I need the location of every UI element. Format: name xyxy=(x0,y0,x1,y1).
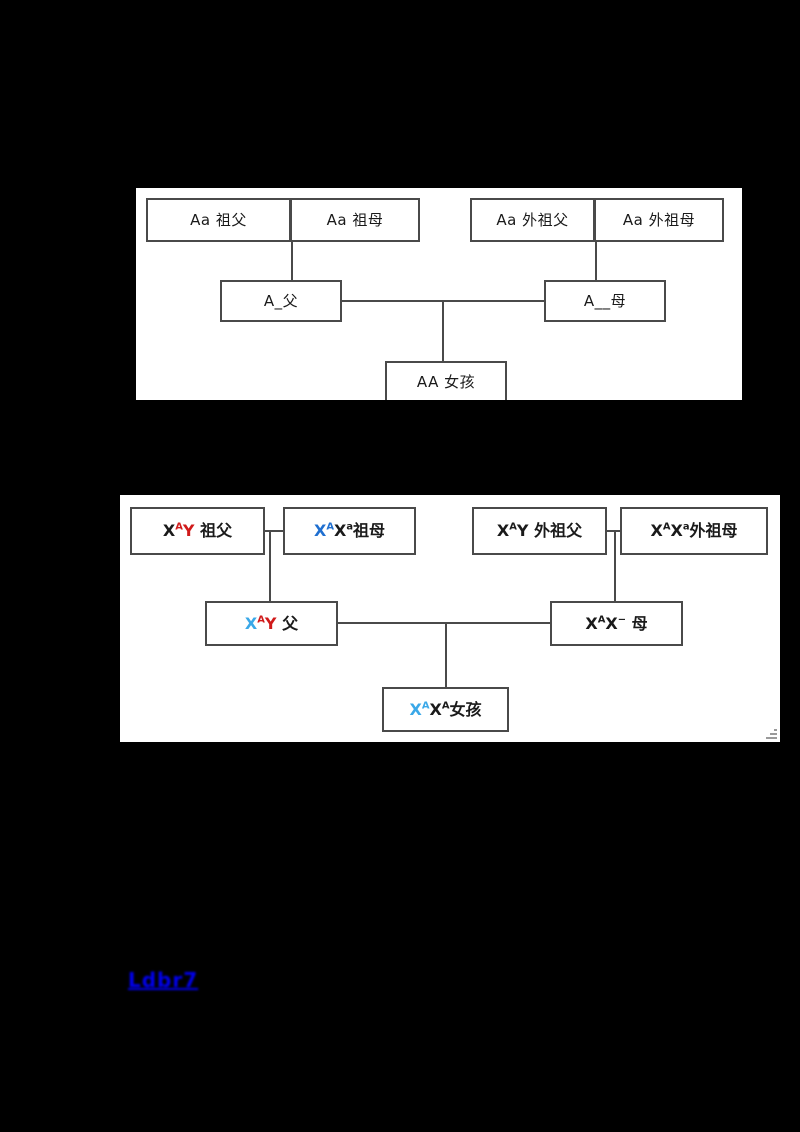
box-father-label: A_父 xyxy=(263,291,299,310)
connector-paternal-couple xyxy=(262,530,286,532)
box-maternal-grandfather-label: XAY 外祖父 xyxy=(496,521,583,540)
box-maternal-grandmother-label: Aa 外祖母 xyxy=(622,210,696,229)
connector-parents xyxy=(336,622,552,624)
box-paternal-grandmother: XAXa祖母 xyxy=(283,507,416,555)
box-father-label: XAY 父 xyxy=(244,613,299,633)
box-daughter: XAXA女孩 xyxy=(382,687,509,732)
descent-line-father xyxy=(291,219,293,280)
box-daughter: AA 女孩 xyxy=(385,361,507,400)
box-paternal-grandfather: Aa 祖父 xyxy=(146,198,291,242)
descent-line-daughter xyxy=(442,300,444,362)
descent-line-father xyxy=(269,530,271,602)
box-maternal-grandfather: Aa 外祖父 xyxy=(470,198,595,242)
pedigree-panel-xlinked: XAY 祖父 XAXa祖母 XAY 外祖父 XAXa外祖母 XAY 父 XAX−… xyxy=(120,495,780,742)
resize-handle-icon[interactable] xyxy=(765,727,777,739)
box-father: XAY 父 xyxy=(205,601,338,646)
box-maternal-grandfather-label: Aa 外祖父 xyxy=(496,210,569,229)
box-mother: XAX− 母 xyxy=(550,601,683,646)
box-daughter-label: XAXA女孩 xyxy=(409,699,482,719)
box-paternal-grandmother: Aa 祖母 xyxy=(290,198,420,242)
box-mother-label: A__母 xyxy=(583,291,627,310)
descent-line-mother xyxy=(595,219,597,280)
box-mother: A__母 xyxy=(544,280,666,322)
box-maternal-grandmother: XAXa外祖母 xyxy=(620,507,768,555)
box-maternal-grandmother: Aa 外祖母 xyxy=(594,198,724,242)
box-father: A_父 xyxy=(220,280,342,322)
box-maternal-grandfather: XAY 外祖父 xyxy=(472,507,607,555)
box-mother-label: XAX− 母 xyxy=(585,613,648,633)
box-paternal-grandmother-label: XAXa祖母 xyxy=(313,521,386,540)
connector-maternal-couple xyxy=(604,530,623,532)
box-maternal-grandmother-label: XAXa外祖母 xyxy=(650,521,738,540)
box-paternal-grandmother-label: Aa 祖母 xyxy=(326,210,384,229)
box-paternal-grandfather-label: XAY 祖父 xyxy=(162,521,233,540)
descent-line-daughter xyxy=(445,622,447,688)
footer-link[interactable]: Ldbr7 xyxy=(128,968,199,992)
descent-line-mother xyxy=(614,530,616,602)
box-paternal-grandfather: XAY 祖父 xyxy=(130,507,265,555)
box-paternal-grandfather-label: Aa 祖父 xyxy=(190,210,247,229)
box-daughter-label: AA 女孩 xyxy=(416,372,476,391)
pedigree-panel-autosomal: Aa 祖父 Aa 祖母 Aa 外祖父 Aa 外祖母 A_父 A__母 AA 女孩 xyxy=(136,188,742,400)
